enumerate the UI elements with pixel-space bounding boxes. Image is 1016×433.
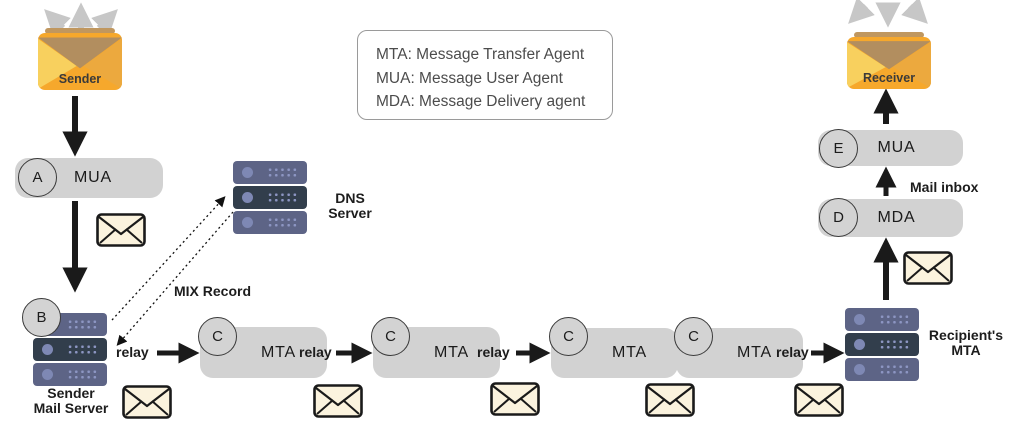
recipient-mta-server-icon bbox=[845, 308, 919, 381]
receiver-splay-arrows bbox=[848, 0, 928, 28]
server-led bbox=[42, 344, 53, 355]
dns-server-label-line2: Server bbox=[328, 205, 372, 221]
server-led bbox=[42, 369, 53, 380]
server-dots bbox=[879, 339, 910, 350]
badge-c-1: C bbox=[198, 317, 237, 356]
dns-server-label: DNS Server bbox=[310, 191, 390, 221]
server-led bbox=[854, 339, 865, 350]
server-dots bbox=[267, 217, 298, 228]
receiver-envelope-icon: Receiver bbox=[847, 32, 931, 89]
sender-label: Sender bbox=[58, 72, 102, 86]
server-unit bbox=[233, 211, 307, 234]
mail-icon-3 bbox=[313, 384, 363, 418]
server-unit bbox=[33, 363, 107, 386]
mail-icon-2 bbox=[122, 385, 172, 419]
server-unit bbox=[233, 161, 307, 184]
splay-arrow-down-right bbox=[901, 0, 928, 24]
server-led bbox=[854, 314, 865, 325]
badge-c-2: C bbox=[371, 317, 410, 356]
server-dots bbox=[67, 369, 98, 380]
badge-c-4: C bbox=[674, 317, 713, 356]
recipient-mta-label-line2: MTA bbox=[951, 342, 981, 358]
splay-arrow-down-left bbox=[848, 0, 875, 24]
server-led bbox=[242, 217, 253, 228]
dns-response-dashed-arrow bbox=[116, 211, 234, 346]
legend-line-mua: MUA: Message User Agent bbox=[376, 69, 563, 87]
server-unit bbox=[845, 358, 919, 381]
envelope-flap-back bbox=[854, 32, 924, 38]
badge-c-3: C bbox=[549, 317, 588, 356]
server-unit bbox=[845, 308, 919, 331]
legend-line-mda: MDA: Message Delivery agent bbox=[376, 93, 586, 110]
sender-mail-server-label: Sender Mail Server bbox=[19, 386, 123, 416]
server-dots bbox=[879, 314, 910, 325]
badge-b: B bbox=[22, 298, 61, 337]
mail-icon-1 bbox=[96, 213, 146, 247]
server-dots bbox=[267, 192, 298, 203]
dns-server-label-line1: DNS bbox=[335, 190, 365, 206]
server-led bbox=[242, 192, 253, 203]
splay-arrow-up-left bbox=[44, 9, 71, 36]
envelope-body: Receiver bbox=[847, 37, 931, 89]
server-led bbox=[242, 167, 253, 178]
receiver-label: Receiver bbox=[862, 71, 916, 85]
envelope-body: Sender bbox=[38, 33, 122, 90]
dns-server-icon bbox=[233, 161, 307, 234]
server-dots bbox=[67, 344, 98, 355]
sender-splay-arrows bbox=[44, 2, 118, 36]
server-unit bbox=[233, 186, 307, 209]
server-unit bbox=[33, 338, 107, 361]
badge-a: A bbox=[18, 158, 57, 197]
badge-d: D bbox=[819, 198, 858, 237]
sender-mail-server-label-line1: Sender bbox=[47, 385, 95, 401]
mail-inbox-label: Mail inbox bbox=[910, 179, 979, 195]
mail-icon-6 bbox=[794, 383, 844, 417]
relay-label-3: relay bbox=[477, 344, 510, 360]
relay-label-1: relay bbox=[116, 344, 149, 360]
sender-mail-server-label-line2: Mail Server bbox=[33, 400, 109, 416]
legend-box: MTA: Message Transfer Agent MUA: Message… bbox=[357, 30, 613, 120]
legend-line-mta: MTA: Message Transfer Agent bbox=[376, 46, 585, 63]
recipient-mta-label: Recipient's MTA bbox=[921, 328, 1011, 358]
server-led bbox=[854, 364, 865, 375]
mail-icon-5 bbox=[645, 383, 695, 417]
envelope-flap-back bbox=[45, 28, 115, 34]
sender-envelope-icon: Sender bbox=[38, 28, 122, 90]
server-unit bbox=[845, 333, 919, 356]
mix-record-label: MIX Record bbox=[174, 283, 252, 299]
relay-label-2: relay bbox=[299, 344, 332, 360]
recipient-mta-label-line1: Recipient's bbox=[928, 327, 1004, 343]
splay-arrow-up-right bbox=[91, 9, 118, 36]
server-dots bbox=[879, 364, 910, 375]
server-dots bbox=[67, 319, 98, 330]
badge-e: E bbox=[819, 129, 858, 168]
mail-icon-7 bbox=[903, 251, 953, 285]
server-dots bbox=[267, 167, 298, 178]
dns-query-dashed-arrow bbox=[111, 196, 226, 321]
relay-label-4: relay bbox=[776, 344, 809, 360]
mail-icon-4 bbox=[490, 382, 540, 416]
